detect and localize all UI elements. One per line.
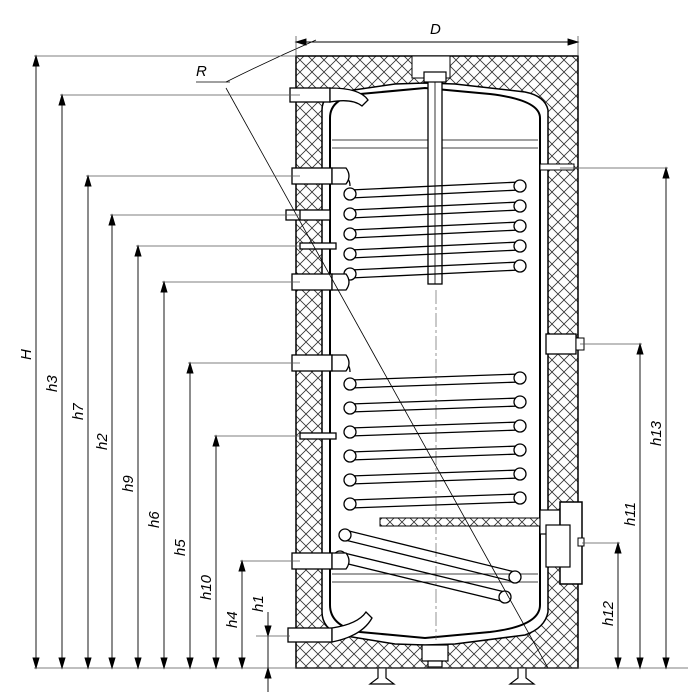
lower-coil bbox=[300, 361, 527, 604]
left-connections bbox=[285, 87, 373, 643]
label-r: R bbox=[196, 63, 207, 80]
label-h12: h12 bbox=[600, 600, 617, 626]
label-h11: h11 bbox=[622, 502, 639, 526]
label-h13: h13 bbox=[648, 420, 665, 446]
label-h7: h7 bbox=[70, 403, 87, 420]
feet bbox=[368, 644, 536, 685]
label-h6: h6 bbox=[146, 511, 163, 528]
label-d: D bbox=[430, 21, 441, 38]
label-h9: h9 bbox=[120, 475, 137, 492]
label-h5: h5 bbox=[172, 539, 189, 556]
label-h3: h3 bbox=[44, 375, 61, 392]
heating-element-flange bbox=[379, 501, 585, 585]
magnesium-anode bbox=[423, 71, 447, 285]
label-h1: h1 bbox=[250, 595, 267, 612]
label-h: H bbox=[18, 349, 35, 360]
dimension-lines bbox=[32, 38, 670, 692]
label-h4: h4 bbox=[224, 611, 241, 628]
label-h10: h10 bbox=[198, 574, 215, 600]
label-h2: h2 bbox=[94, 433, 111, 450]
extension-lines bbox=[34, 36, 688, 669]
upper-coil bbox=[300, 175, 527, 281]
